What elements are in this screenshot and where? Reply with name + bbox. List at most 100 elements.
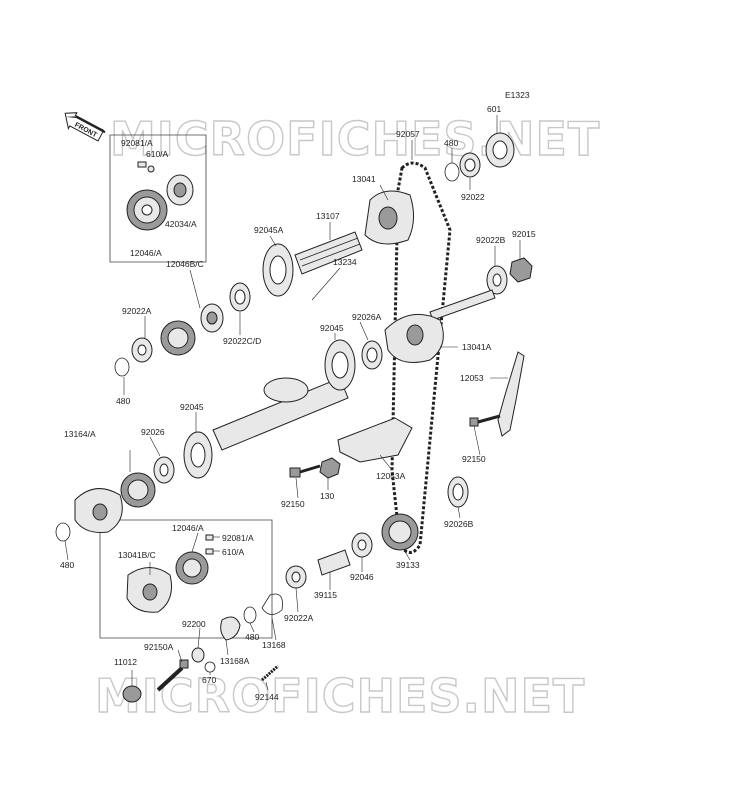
label-92045-mid: 92045	[320, 323, 344, 333]
label-610a-box: 610/A	[222, 547, 245, 557]
label-670: 670	[202, 675, 216, 685]
sprocket-12046bc	[160, 320, 196, 356]
nut-130	[319, 457, 341, 479]
washer-92022a-low	[285, 565, 307, 589]
label-92150-right: 92150	[462, 454, 486, 464]
circlip-480-low	[243, 606, 257, 624]
washer-92200	[191, 647, 205, 663]
bearing-92045a	[262, 243, 294, 297]
label-12046a-box: 12046/A	[172, 523, 204, 533]
label-480-left: 480	[116, 396, 130, 406]
label-13168: 13168	[262, 640, 286, 650]
sprocket-39133	[381, 513, 419, 551]
label-12053: 12053	[460, 373, 484, 383]
splined-shaft-13107	[294, 231, 363, 275]
label-13107: 13107	[316, 211, 340, 221]
sprocket-13164a	[120, 472, 156, 508]
label-92026: 92026	[141, 427, 165, 437]
front-direction-arrow: FRONT	[64, 112, 106, 142]
label-12053a: 12053A	[376, 471, 406, 481]
label-480-top: 480	[444, 138, 458, 148]
group-box-top-left	[109, 134, 207, 263]
bolt-92150a	[156, 659, 189, 692]
leader-lines	[64, 115, 521, 691]
washer-92022-top	[459, 152, 481, 178]
label-92022a-low: 92022A	[284, 613, 314, 623]
bolt-92150-mid	[289, 464, 321, 478]
label-610a-top: 610/A	[146, 149, 169, 159]
bearing-92045-mid	[324, 339, 356, 391]
label-92144: 92144	[255, 692, 279, 702]
label-92045a: 92045A	[254, 225, 284, 235]
sprocket-12046a-box	[175, 551, 209, 585]
spring-13168	[261, 593, 283, 615]
label-480-bottom-left: 480	[60, 560, 74, 570]
sprocket-13041	[364, 190, 414, 245]
hub-42034a	[166, 174, 194, 206]
label-12046a-top: 12046/A	[130, 248, 162, 258]
label-13168a: 13168A	[220, 656, 250, 666]
label-13041: 13041	[352, 174, 376, 184]
label-13041a: 13041A	[462, 342, 492, 352]
label-601: 601	[487, 104, 501, 114]
spring-pin-92081a-top	[137, 161, 155, 173]
main-shaft-13234	[212, 377, 349, 451]
label-92057: 92057	[396, 129, 420, 139]
spindle-39115	[317, 549, 351, 576]
label-12046bc: 12046B/C	[166, 259, 204, 269]
label-92200: 92200	[182, 619, 206, 629]
label-92022a-left: 92022A	[122, 306, 152, 316]
label-39115: 39115	[314, 590, 337, 600]
sprocket-13041a	[384, 313, 444, 363]
washer-92022a-left	[131, 337, 153, 363]
washer-92022b	[486, 265, 508, 295]
label-13164a: 13164/A	[64, 429, 96, 439]
hub-12046bc	[200, 303, 224, 333]
sprocket-12046a-top	[126, 189, 168, 231]
washer-92026	[153, 456, 175, 484]
label-13234: 13234	[333, 257, 357, 267]
label-92026a: 92026A	[352, 312, 382, 322]
bearing-601	[485, 132, 515, 168]
circlip-480-left	[114, 357, 130, 377]
bracket-12053a	[337, 417, 413, 463]
label-92022b: 92022B	[476, 235, 506, 245]
watermark-top: MICROFICHES.NET	[110, 112, 600, 166]
label-92150a: 92150A	[144, 642, 174, 652]
cam-plate-13164a	[74, 488, 123, 533]
cap-11012	[122, 685, 142, 703]
needle-bearing-92046	[351, 532, 373, 558]
circlip-480-bottom-left	[55, 522, 71, 542]
label-39133: 39133	[396, 560, 420, 570]
label-92045-low: 92045	[180, 402, 204, 412]
bolt-92150-right	[469, 414, 501, 427]
label-130: 130	[320, 491, 334, 501]
label-92150-mid: 92150	[281, 499, 305, 509]
label-11012: 11012	[114, 657, 137, 667]
label-13041bc: 13041B/C	[118, 550, 156, 560]
label-92015: 92015	[512, 229, 536, 239]
label-92022cd: 92022C/D	[223, 336, 261, 346]
bearing-92045-low	[183, 431, 213, 479]
washer-92022cd	[229, 282, 251, 312]
cam-plate-13041bc	[126, 567, 172, 613]
label-92026b: 92026B	[444, 519, 474, 529]
label-92022: 92022	[461, 192, 485, 202]
washer-92026b	[447, 476, 469, 508]
label-92081a-box: 92081/A	[222, 533, 254, 543]
group-box-mid-left	[99, 519, 273, 639]
watermark-bottom: MICROFICHES.NET	[95, 669, 585, 723]
part-labels: 601 92057 480 92022 13041 92081/A 610/A …	[60, 104, 536, 702]
label-92046: 92046	[350, 572, 374, 582]
lever-13168a	[220, 616, 241, 641]
output-shaft	[429, 289, 496, 321]
label-92081a-top: 92081/A	[121, 138, 153, 148]
label-480-low: 480	[245, 632, 259, 642]
arm-12053	[497, 351, 525, 437]
nut-92015	[509, 257, 533, 283]
washer-92026a	[361, 340, 383, 370]
spring-pin-92081a-box	[205, 534, 214, 555]
diagram-code: E1323	[505, 90, 530, 100]
label-42034a: 42034/A	[165, 219, 197, 229]
